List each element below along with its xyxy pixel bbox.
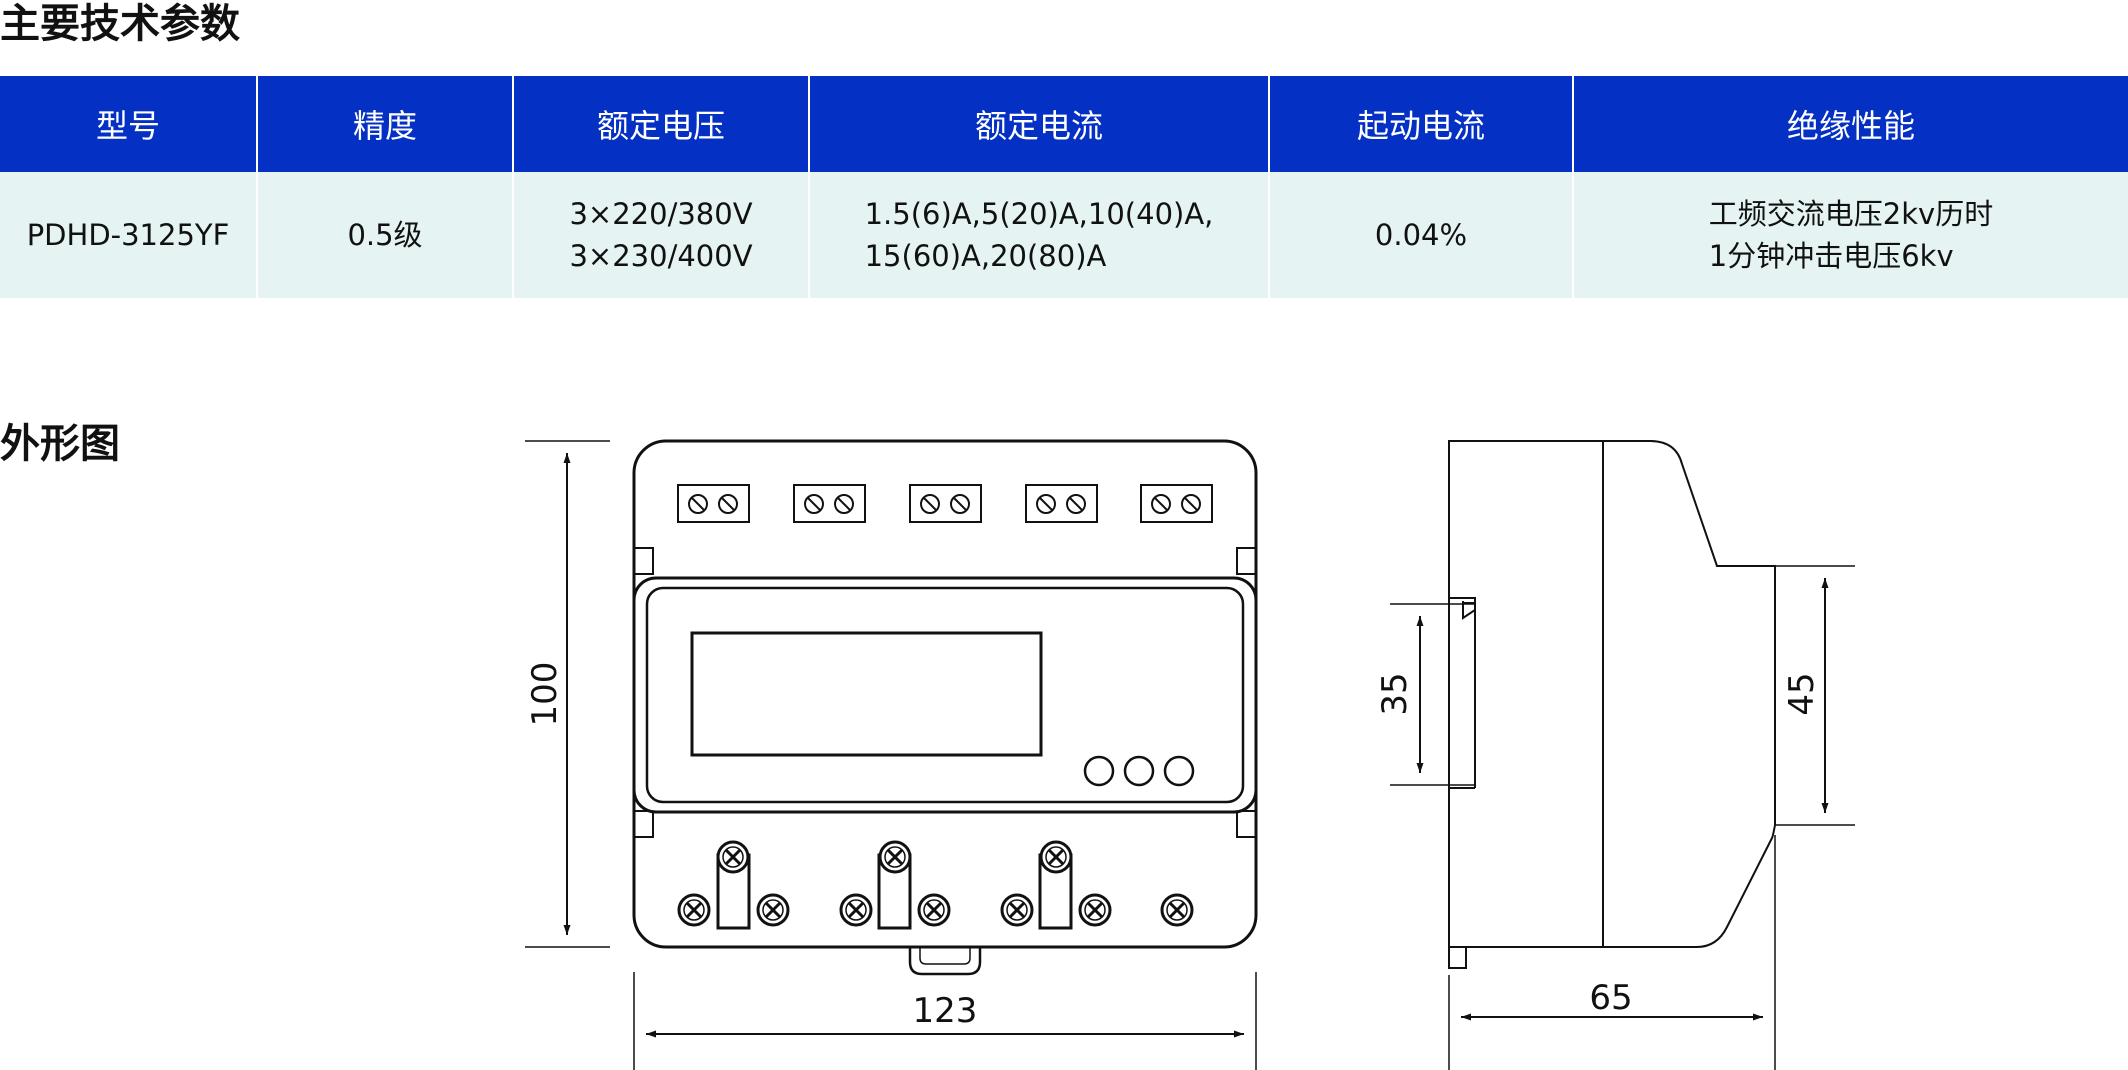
cell-rated-voltage: 3×220/380V 3×230/400V [513,172,810,298]
dimension-label-65: 65 [1589,978,1632,1018]
signal-terminal-block [1140,484,1213,523]
left-clip-bottom [633,810,654,838]
indicator-light-icon [1123,755,1155,787]
side-profile-outline [1448,440,1776,969]
screw-icon [804,494,824,514]
dimension-label-45: 45 [1782,672,1822,715]
indicator-light-icon [1083,755,1115,787]
right-clip-bottom [1236,810,1257,838]
signal-terminal-block [1025,484,1098,523]
screw-icon [1078,893,1112,927]
main-terminals [677,840,1194,930]
insulation-line-2: 1分钟冲击电压6kv [1708,239,1954,273]
insulation-line-1: 工频交流电压2kv历时 [1708,197,1994,231]
screw-icon [878,840,912,874]
screw-icon [677,893,711,927]
screw-icon [716,840,750,874]
header-start-current: 起动电流 [1269,76,1574,172]
lcd-display-window [690,631,1043,757]
header-rated-voltage: 额定电压 [513,76,810,172]
cell-rated-current: 1.5(6)A,5(20)A,10(40)A, 15(60)A,20(80)A [809,172,1270,298]
screw-icon [1000,893,1034,927]
rail-clip-top [1449,597,1476,620]
screw-icon [1039,840,1073,874]
table-row: PDHD-3125YF 0.5级 3×220/380V 3×230/400V 1… [0,172,2128,298]
side-dimensions [1390,565,1855,1070]
screw-icon [1181,494,1201,514]
current-line-2: 15(60)A,20(80)A [864,239,1107,273]
indicator-light-icon [1163,755,1195,787]
meter-front-panel [645,586,1245,804]
section-title-main-params: 主要技术参数 [0,1,240,47]
signal-terminal-blocks [677,484,1213,523]
header-model: 型号 [0,76,258,172]
din-latch-inner [919,947,971,965]
screw-icon [1151,494,1171,514]
header-accuracy: 精度 [257,76,514,172]
signal-terminal-block [793,484,866,523]
cell-model: PDHD-3125YF [0,172,258,298]
side-view [1448,440,1776,969]
screw-icon [920,494,940,514]
dimension-label-100: 100 [525,662,565,727]
din-latch [908,947,982,976]
header-rated-current: 额定电流 [809,76,1270,172]
spec-table-header-row: 型号 精度 额定电压 额定电流 起动电流 绝缘性能 [0,76,2128,172]
screw-icon [688,494,708,514]
screw-icon [756,893,790,927]
screw-icon [1066,494,1086,514]
left-clip-top [633,547,654,575]
right-clip-top [1236,547,1257,575]
section-title-outline: 外形图 [0,421,120,467]
dimension-label-35: 35 [1375,672,1415,715]
screw-icon [834,494,854,514]
cell-insulation: 工频交流电压2kv历时 1分钟冲击电压6kv [1573,172,2128,298]
dimension-label-123: 123 [913,991,978,1031]
signal-terminal-block [909,484,982,523]
header-insulation: 绝缘性能 [1573,76,2128,172]
front-dimensions [525,440,1257,1070]
screw-icon [1036,494,1056,514]
spec-table: 型号 精度 额定电压 额定电流 起动电流 绝缘性能 PDHD-3125YF 0.… [0,76,2128,298]
screw-icon [917,893,951,927]
signal-terminal-block [677,484,750,523]
screw-icon [839,893,873,927]
voltage-line-1: 3×220/380V [569,197,753,231]
cell-accuracy: 0.5级 [257,172,514,298]
meter-front-cover [632,576,1258,814]
voltage-line-2: 3×230/400V [569,239,753,273]
screw-icon [718,494,738,514]
front-view [632,439,1258,976]
cell-start-current: 0.04% [1269,172,1574,298]
screw-icon [1160,893,1194,927]
current-line-1: 1.5(6)A,5(20)A,10(40)A, [864,197,1214,231]
screw-icon [950,494,970,514]
